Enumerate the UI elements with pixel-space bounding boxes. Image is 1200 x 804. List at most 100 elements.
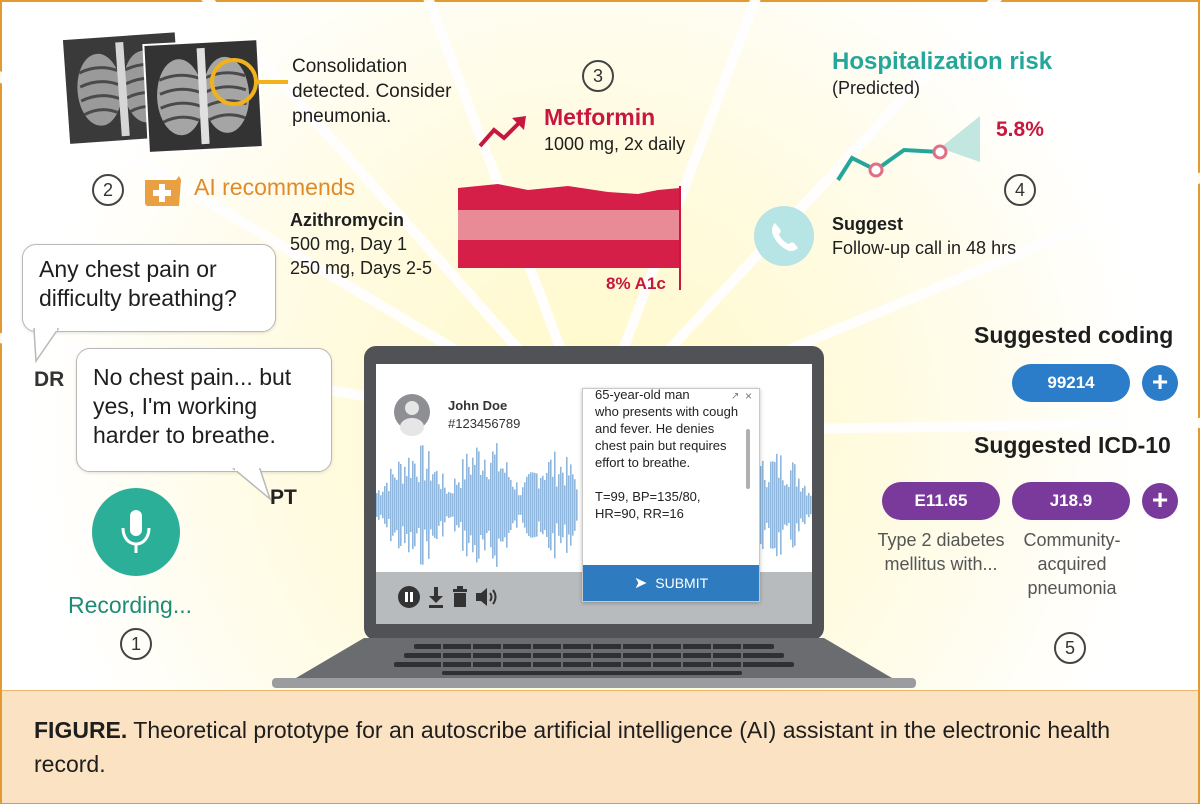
phone-icon[interactable] [754, 206, 814, 266]
waveform-bar [558, 474, 560, 536]
waveform-bar [516, 482, 518, 528]
microphone-button[interactable] [92, 488, 180, 576]
note-first-line: 65-year-old man [595, 387, 690, 402]
waveform-bar [522, 487, 524, 523]
volume-icon[interactable] [474, 585, 500, 609]
note-body: who presents with cough and fever. He de… [595, 404, 739, 470]
waveform-bar [772, 461, 774, 549]
waveform-bar [784, 485, 786, 525]
note-vitals: T=99, BP=135/80, HR=90, RR=16 [595, 489, 701, 521]
waveform-bar [496, 443, 498, 567]
waveform-bar [770, 461, 772, 549]
waveform-bar [378, 490, 380, 520]
waveform-bar [518, 495, 520, 515]
waveform-bar [572, 474, 574, 536]
doctor-bubble: Any chest pain or difficulty breathing? [22, 244, 276, 332]
patient-bubble: No chest pain... but yes, I'm working ha… [76, 348, 332, 472]
waveform-bar [790, 470, 792, 540]
waveform-bar [418, 482, 420, 528]
waveform-bar [420, 445, 422, 565]
suggested-coding-title: Suggested coding [974, 322, 1174, 348]
waveform-bar [376, 493, 378, 517]
recording-label: Recording... [68, 592, 193, 618]
waveform-bar [426, 468, 428, 542]
waveform-bar [800, 491, 802, 519]
consolidation-marker [210, 58, 288, 106]
waveform-bar [400, 463, 402, 547]
waveform-bar [778, 477, 780, 533]
waveform-bar [552, 476, 554, 534]
waveform-bar [488, 479, 490, 531]
waveform-bar [392, 474, 394, 536]
waveform-bar [472, 457, 474, 553]
waveform-bar [462, 459, 464, 551]
waveform-bar [804, 485, 806, 525]
waveform-bar [450, 492, 452, 518]
waveform-bar [500, 468, 502, 542]
waveform-bar [796, 486, 798, 524]
waveform-bar [498, 471, 500, 539]
waveform-bar [482, 470, 484, 540]
xray-finding-text: Consolidation detected. Consider pneumon… [292, 56, 452, 127]
waveform-bar [798, 478, 800, 532]
a1c-label: 8% A1c [606, 274, 666, 293]
waveform-bar [762, 460, 764, 550]
waveform-bar [568, 475, 570, 535]
ai-recommends-dose-2: 250 mg, Days 2-5 [290, 258, 433, 278]
waveform-bar [548, 461, 550, 549]
add-cpt-code-button[interactable]: + [1142, 365, 1178, 401]
waveform-bar [470, 474, 472, 536]
doctor-bubble-tail [33, 328, 60, 364]
waveform-bar [810, 495, 812, 515]
risk-trend-chart [836, 116, 980, 182]
waveform-bar [396, 479, 398, 531]
laptop-screen: John Doe #123456789 ↗ × [376, 364, 812, 624]
waveform-bar [806, 495, 808, 515]
icd-code-pill-2[interactable]: J18.9 [1012, 482, 1130, 520]
hospitalization-subtitle: (Predicted) [832, 78, 921, 98]
waveform-bar [520, 495, 522, 515]
waveform-bar [448, 492, 450, 518]
suggest-label: Suggest [832, 214, 904, 234]
waveform-bar [768, 482, 770, 528]
note-text-area[interactable]: 65-year-old man who presents with cough … [595, 387, 743, 561]
waveform-bar [534, 472, 536, 538]
laptop-base [272, 638, 916, 688]
icd-description-2: Community-acquired pneumonia [1023, 530, 1121, 598]
waveform-bar [788, 486, 790, 524]
icd-code-pill-1[interactable]: E11.65 [882, 482, 1000, 520]
patient-bubble-tail [231, 468, 272, 502]
waveform-bar [554, 451, 556, 559]
icd-description-1: Type 2 diabetes mellitus with... [877, 530, 1005, 574]
waveform-bar [564, 485, 566, 525]
step-number-2: 2 [92, 174, 124, 206]
waveform-bar [464, 479, 466, 531]
doctor-question: Any chest pain or difficulty breathing? [39, 256, 237, 311]
popup-close-icon[interactable]: × [745, 389, 753, 403]
cpt-code-pill[interactable]: 99214 [1012, 364, 1130, 402]
waveform-bar [764, 479, 766, 531]
waveform-bar [478, 451, 480, 559]
submit-label: SUBMIT [655, 575, 709, 591]
waveform-bar [502, 468, 504, 542]
audio-waveform [376, 443, 812, 567]
waveform-bar [430, 480, 432, 530]
add-icd-code-button[interactable]: + [1142, 483, 1178, 519]
submit-button[interactable]: ➤SUBMIT [583, 565, 759, 601]
popup-expand-icon[interactable]: ↗ [731, 391, 740, 402]
waveform-bar [404, 466, 406, 544]
pause-icon[interactable] [398, 586, 420, 608]
waveform-bar [504, 472, 506, 538]
waveform-bar [384, 486, 386, 524]
waveform-bar [566, 457, 568, 553]
waveform-bar [532, 472, 534, 538]
waveform-bar [422, 445, 424, 565]
waveform-bar [766, 487, 768, 523]
waveform-bar [402, 483, 404, 527]
waveform-bar [444, 487, 446, 523]
note-scrollbar[interactable] [746, 429, 750, 489]
download-icon[interactable] [426, 585, 446, 609]
trash-icon[interactable] [450, 585, 470, 609]
waveform-bar [802, 487, 804, 523]
